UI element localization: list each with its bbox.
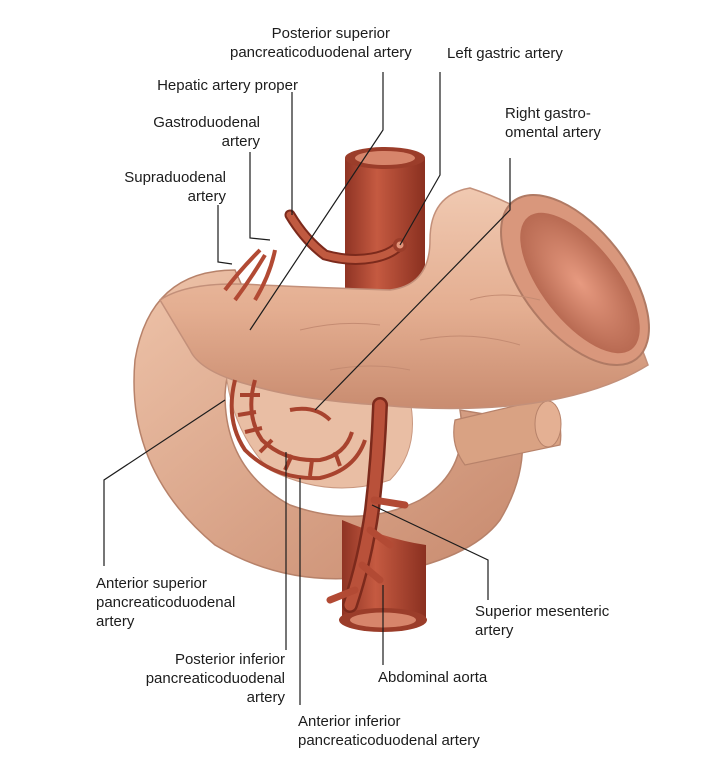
label-hepatic-artery-proper: Hepatic artery proper xyxy=(157,77,298,94)
stomach xyxy=(158,187,650,410)
leader-gastroduodenal xyxy=(249,152,271,241)
label-right-gastroomental: Right gastro-omental artery xyxy=(505,105,601,141)
leader-posterior-superior xyxy=(249,72,384,331)
leader-superior-mesenteric xyxy=(371,504,489,600)
label-left-gastric: Left gastric artery xyxy=(447,45,563,62)
leader-left-gastric xyxy=(399,72,441,246)
leader-anterior-superior xyxy=(103,399,226,566)
leader-supraduodenal xyxy=(217,205,233,265)
leader-right-gastroomental xyxy=(314,158,511,411)
pancreaticoduodenal-arcades xyxy=(229,379,367,481)
abdominal-aorta-lower xyxy=(339,520,427,632)
label-abdominal-aorta: Abdominal aorta xyxy=(378,669,488,686)
jejunum-segment xyxy=(453,399,562,466)
superior-mesenteric-artery-vessel xyxy=(326,397,409,613)
